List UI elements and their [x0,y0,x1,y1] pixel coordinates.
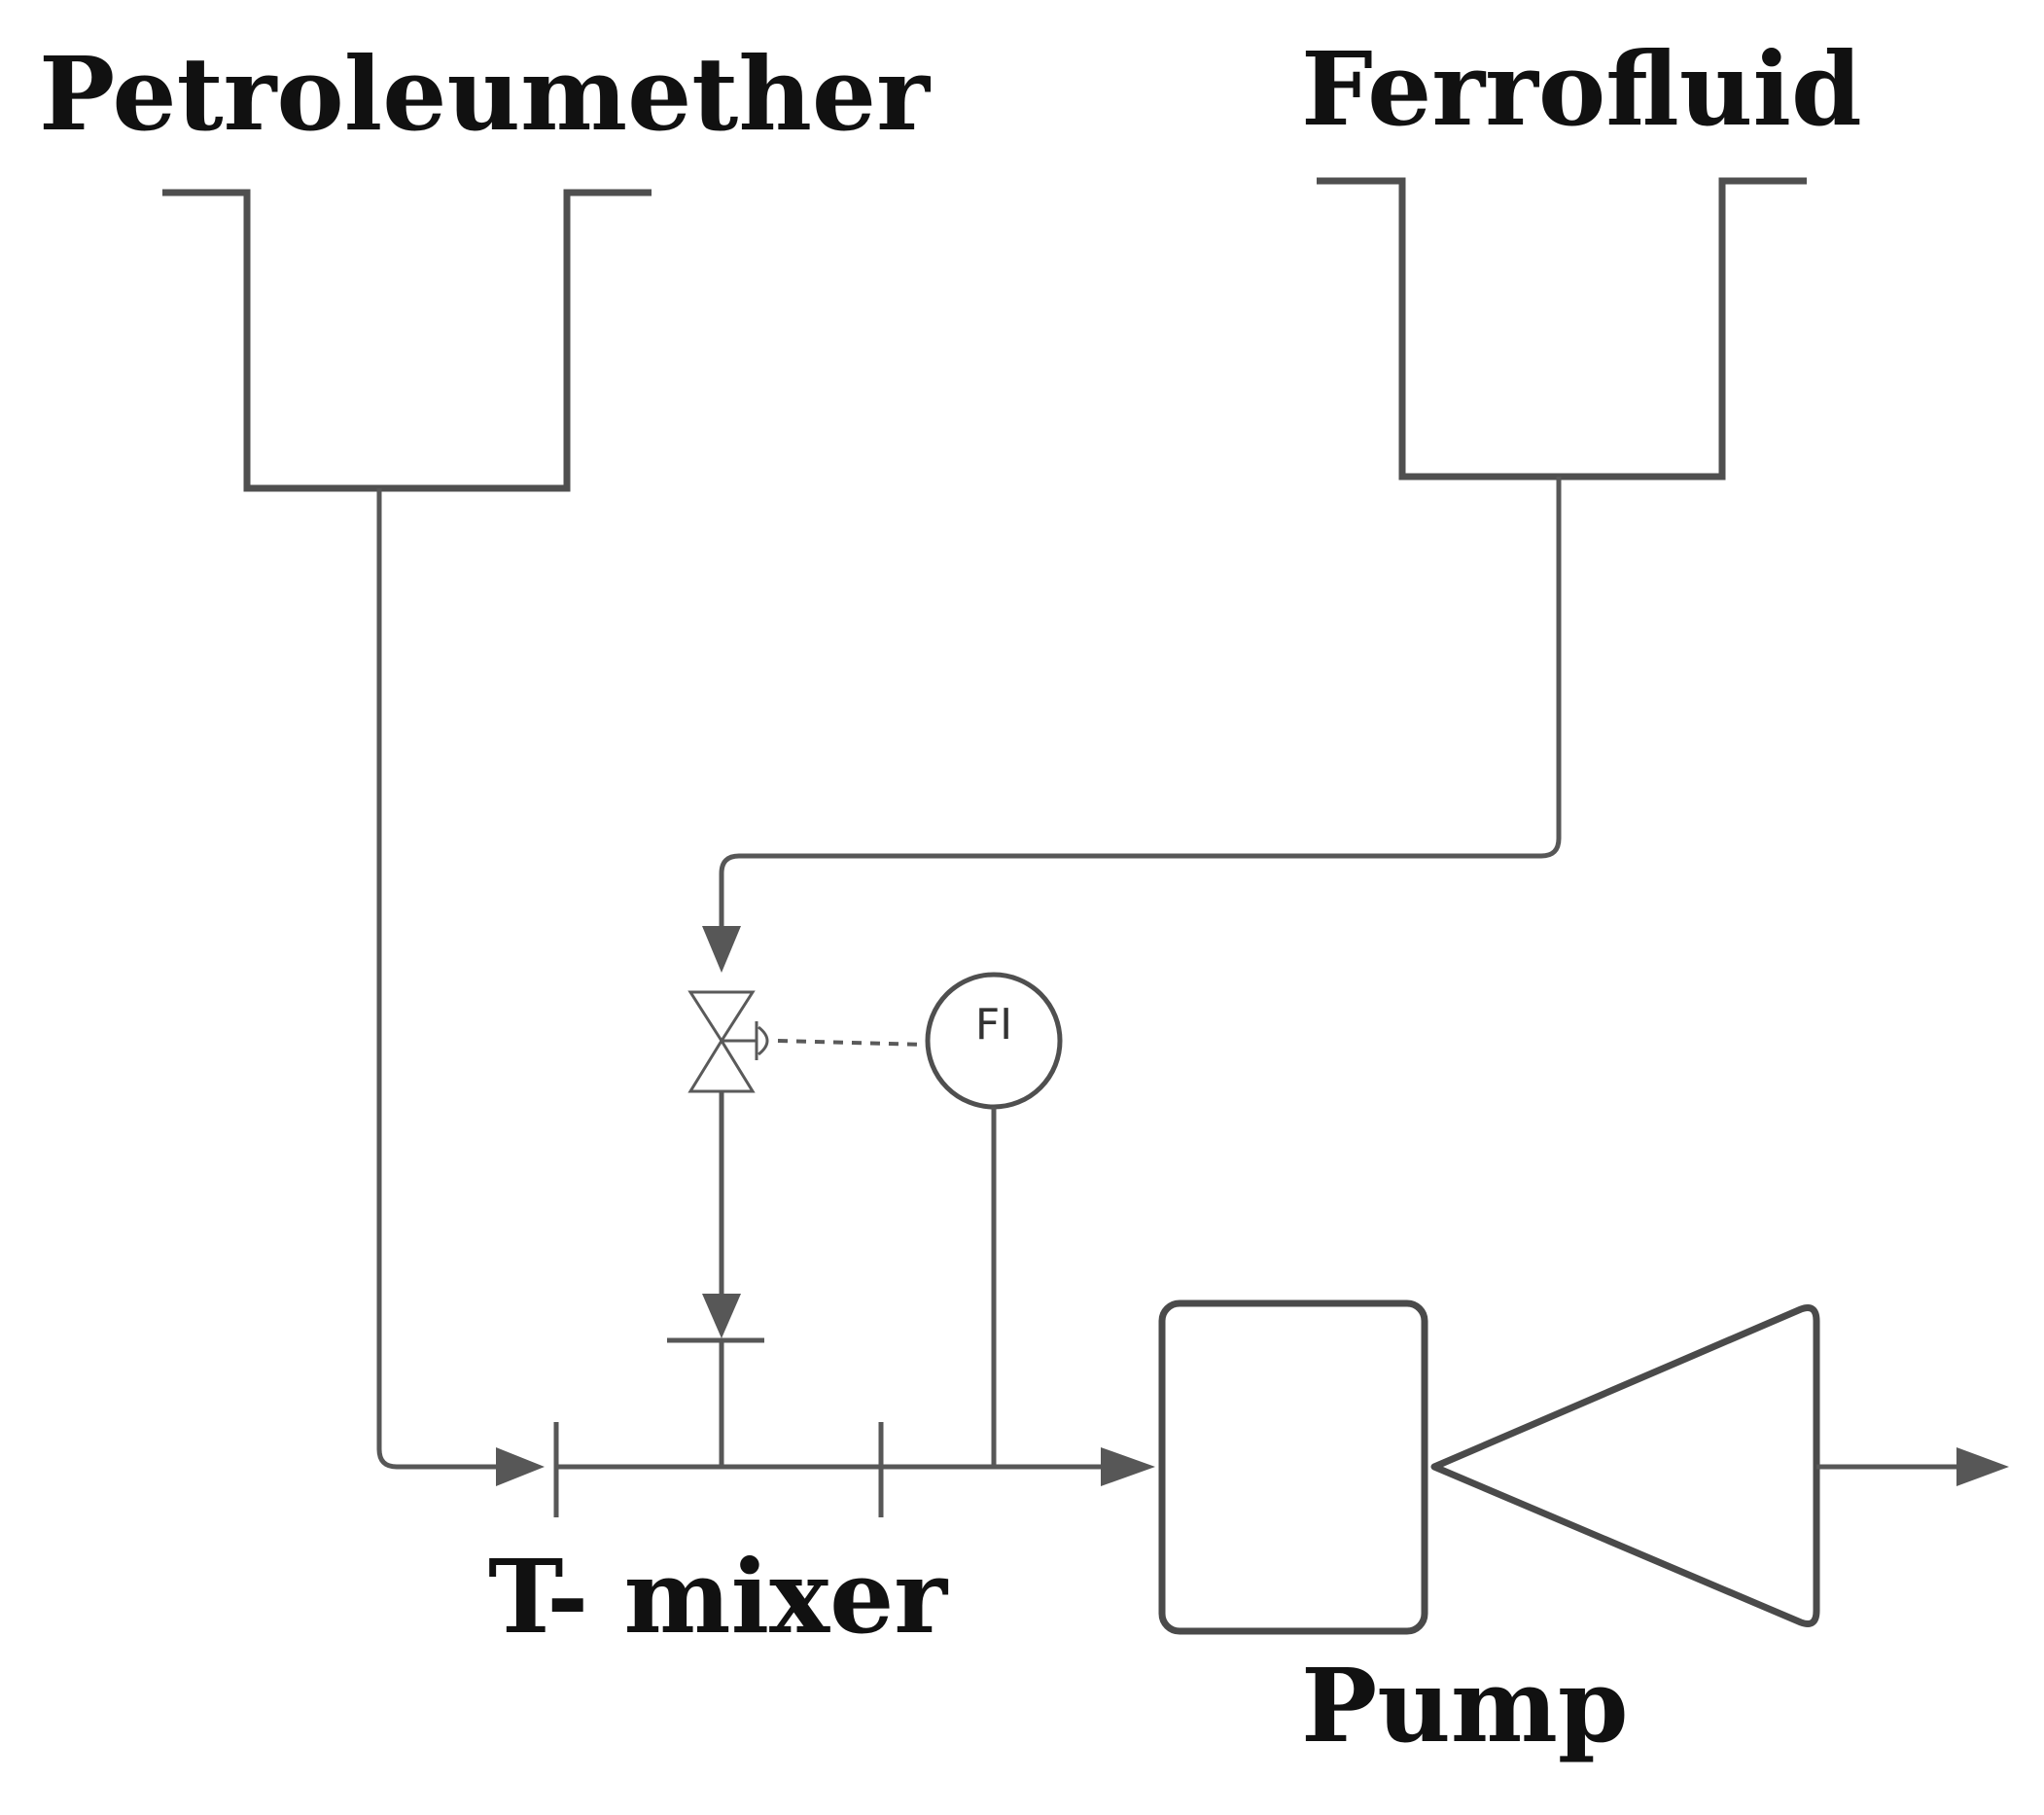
pump-label: Pump [1301,1646,1629,1765]
tank-label-ferrofluid: Ferrofluid [1301,29,1862,149]
arrow-mixer-side-inlet [702,1294,741,1338]
arrow-pump-inlet [1101,1447,1155,1486]
line-petroleumether-to-mixer [376,488,515,1470]
signal-line [777,1039,927,1047]
mixer-label: T- mixer [488,1537,948,1656]
arrow-mixer-inlet [496,1447,545,1486]
line-ferrofluid-to-valve [719,477,1562,936]
tank-label-petroleumether: Petroleumether [39,34,931,154]
pump [1158,1299,1820,1635]
tank-ferrofluid [1317,177,1807,480]
arrow-pump-outlet [1956,1447,2009,1486]
arrow-valve-inlet [702,926,741,973]
tank-petroleumether [162,189,652,492]
control-valve [687,990,769,1093]
flow-indicator-label: FI [975,1000,1012,1050]
flow-indicator: FI [925,972,1063,1110]
